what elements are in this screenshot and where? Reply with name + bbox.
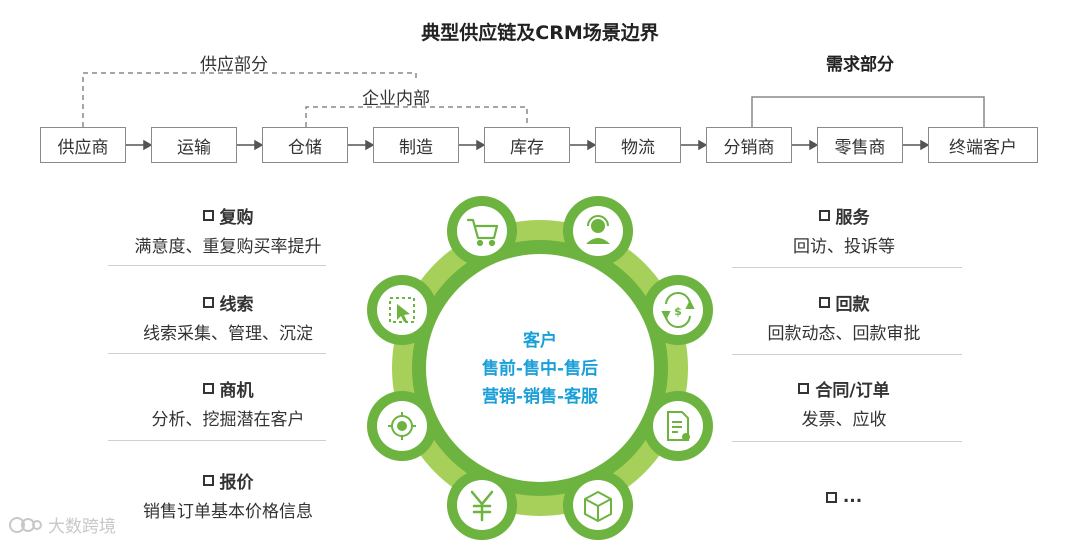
left-panel-opportunity: 商机 分析、挖掘潜在客户 (108, 376, 348, 430)
left-panel-leads: 线索 线索采集、管理、沉淀 (108, 290, 348, 344)
cart-icon (466, 218, 499, 247)
panel-head: 复购 (219, 208, 254, 228)
ring-center (426, 254, 654, 482)
divider (108, 440, 326, 441)
watermark: 大数跨境 (8, 512, 116, 537)
chain-box-end-customer: 终端客户 (928, 127, 1038, 163)
divider (732, 267, 962, 268)
panel-head: 线索 (219, 295, 254, 315)
target-icon (388, 412, 416, 440)
panel-head: 服务 (835, 208, 870, 228)
checkbox-square-icon (202, 475, 214, 486)
chain-box-transport: 运输 (151, 127, 237, 163)
chain-box-supplier: 供应商 (40, 127, 126, 163)
checkbox-square-icon (818, 297, 830, 308)
demand-label: 需求部分 (826, 55, 894, 75)
divider (108, 353, 326, 354)
center-line-marketing: 营销-销售-客服 (481, 387, 599, 407)
center-line-presale: 售前-售中-售后 (481, 359, 599, 379)
panel-desc: 满意度、重复购买率提升 (134, 237, 322, 257)
checkbox-square-icon (202, 297, 214, 308)
panel-desc: 回款动态、回款审批 (767, 324, 921, 344)
page-title: 典型供应链及CRM场景边界 (421, 22, 659, 44)
panel-desc: 销售订单基本价格信息 (143, 502, 313, 522)
chain-box-distributor: 分销商 (706, 127, 792, 163)
cursor-select-icon (389, 297, 415, 323)
right-panel-service: 服务 回访、投诉等 (724, 203, 964, 257)
panel-head: 商机 (219, 381, 254, 401)
crm-ring: $ (367, 196, 713, 540)
panel-desc: 发票、应收 (801, 410, 887, 430)
panel-head: 报价 (219, 473, 254, 493)
checkbox-square-icon (202, 383, 214, 394)
ring-nodes (367, 196, 713, 540)
checkbox-square-icon (825, 491, 837, 503)
chain-box-inventory: 库存 (484, 127, 570, 163)
svg-text:$: $ (674, 305, 682, 318)
panel-head: 回款 (835, 295, 870, 315)
checkbox-square-icon (818, 210, 830, 221)
supply-label: 供应部分 (200, 55, 268, 75)
yuan-icon (470, 490, 494, 522)
left-panel-repurchase: 复购 满意度、重复购买率提升 (108, 203, 348, 257)
chain-brackets (82, 72, 985, 151)
headset-icon (586, 215, 610, 244)
divider (732, 354, 962, 355)
document-icon (667, 411, 690, 441)
watermark-text: 大数跨境 (48, 517, 116, 537)
inner-label: 企业内部 (362, 89, 430, 109)
right-panel-contract: 合同/订单 发票、应收 (724, 376, 964, 430)
divider (108, 265, 326, 266)
refund-icon: $ (661, 292, 695, 328)
watermark-logo-icon (9, 516, 42, 533)
panel-head: 合同/订单 (815, 381, 890, 401)
right-panel-more: ... (724, 487, 964, 507)
divider (732, 441, 962, 442)
chain-box-manufacture: 制造 (373, 127, 459, 163)
panel-desc: 分析、挖掘潜在客户 (151, 410, 305, 430)
checkbox-square-icon (202, 210, 214, 221)
left-panel-quote: 报价 销售订单基本价格信息 (108, 468, 348, 522)
center-line-customer: 客户 (523, 331, 557, 351)
box-icon (584, 491, 612, 522)
chain-box-logistics: 物流 (595, 127, 681, 163)
panel-head: ... (842, 487, 863, 507)
panel-desc: 线索采集、管理、沉淀 (143, 324, 313, 344)
chain-box-retailer: 零售商 (817, 127, 903, 163)
chain-box-storage: 仓储 (262, 127, 348, 163)
panel-desc: 回访、投诉等 (793, 237, 895, 257)
checkbox-square-icon (798, 383, 810, 394)
right-panel-payment: 回款 回款动态、回款审批 (724, 290, 964, 344)
